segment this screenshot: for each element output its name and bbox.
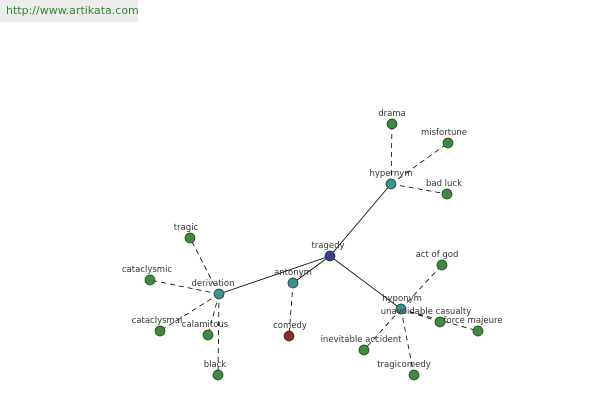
node-hyponym[interactable] <box>395 303 407 315</box>
label-black: black <box>204 360 227 370</box>
label-antonym: antonym <box>274 268 312 278</box>
node-hypernym[interactable] <box>385 178 397 190</box>
label-misfortune: misfortune <box>421 128 467 138</box>
label-force-majeure: force majeure <box>443 316 502 326</box>
node-calamitous[interactable] <box>202 329 214 341</box>
edge-tragedy-hyponym <box>329 255 402 310</box>
edge-tragedy-derivation <box>218 255 331 295</box>
node-cataclysmal[interactable] <box>154 325 166 337</box>
label-tragicomedy: tragicomedy <box>377 360 431 370</box>
node-inevitable-accident[interactable] <box>358 344 370 356</box>
node-cataclysmic[interactable] <box>144 274 156 286</box>
node-bad-luck[interactable] <box>441 188 453 200</box>
label-bad-luck: bad luck <box>426 179 462 189</box>
node-act-of-god[interactable] <box>436 259 448 271</box>
node-unavoidable-casualty[interactable] <box>434 316 446 328</box>
edge-hyponym-act-of-god <box>400 264 443 310</box>
node-misfortune[interactable] <box>442 137 454 149</box>
edge-tragedy-antonym <box>292 255 331 284</box>
node-force-majeure[interactable] <box>472 325 484 337</box>
node-antonym[interactable] <box>287 277 299 289</box>
node-black[interactable] <box>212 369 224 381</box>
edge-derivation-black <box>217 293 220 376</box>
edge-derivation-cataclysmal <box>159 293 220 332</box>
edge-tragedy-hypernym <box>329 183 392 257</box>
edge-derivation-cataclysmic <box>149 279 220 295</box>
edge-derivation-tragic <box>189 237 220 295</box>
label-tragedy: tragedy <box>311 241 344 251</box>
label-hyponym: hyponym <box>382 294 422 304</box>
edge-derivation-calamitous <box>207 293 220 336</box>
label-drama: drama <box>378 109 406 119</box>
labels: drama misfortune bad luck act of god unavoid… <box>122 109 503 370</box>
edge-hyponym-inevitable-accident <box>363 308 402 351</box>
label-tragic: tragic <box>174 223 199 233</box>
node-tragicomedy[interactable] <box>408 369 420 381</box>
label-cataclysmic: cataclysmic <box>122 265 173 275</box>
node-tragic[interactable] <box>184 232 196 244</box>
node-tragedy[interactable] <box>324 250 336 262</box>
edge-hyponym-unavoidable-casualty <box>400 308 441 323</box>
node-drama[interactable] <box>386 118 398 130</box>
edge-hypernym-drama <box>390 123 393 185</box>
node-derivation[interactable] <box>213 288 225 300</box>
label-hypernym: hypernym <box>369 169 412 179</box>
label-inevitable-accident: inevitable accident <box>321 335 403 345</box>
label-act-of-god: act of god <box>416 250 459 260</box>
edge-hypernym-bad-luck <box>390 183 448 195</box>
label-comedy: comedy <box>273 321 307 331</box>
node-comedy[interactable] <box>283 330 295 342</box>
label-derivation: derivation <box>191 279 234 289</box>
label-cataclysmal: cataclysmal <box>132 316 183 326</box>
watermark-url: http://www.artikata.com <box>0 0 139 22</box>
nodes <box>144 118 484 381</box>
label-calamitous: calamitous <box>182 320 229 330</box>
label-unavoidable-casualty: unavoidable casualty <box>381 307 472 317</box>
edge-hypernym-misfortune <box>390 142 449 185</box>
edge-hyponym-tragicomedy <box>400 308 415 376</box>
